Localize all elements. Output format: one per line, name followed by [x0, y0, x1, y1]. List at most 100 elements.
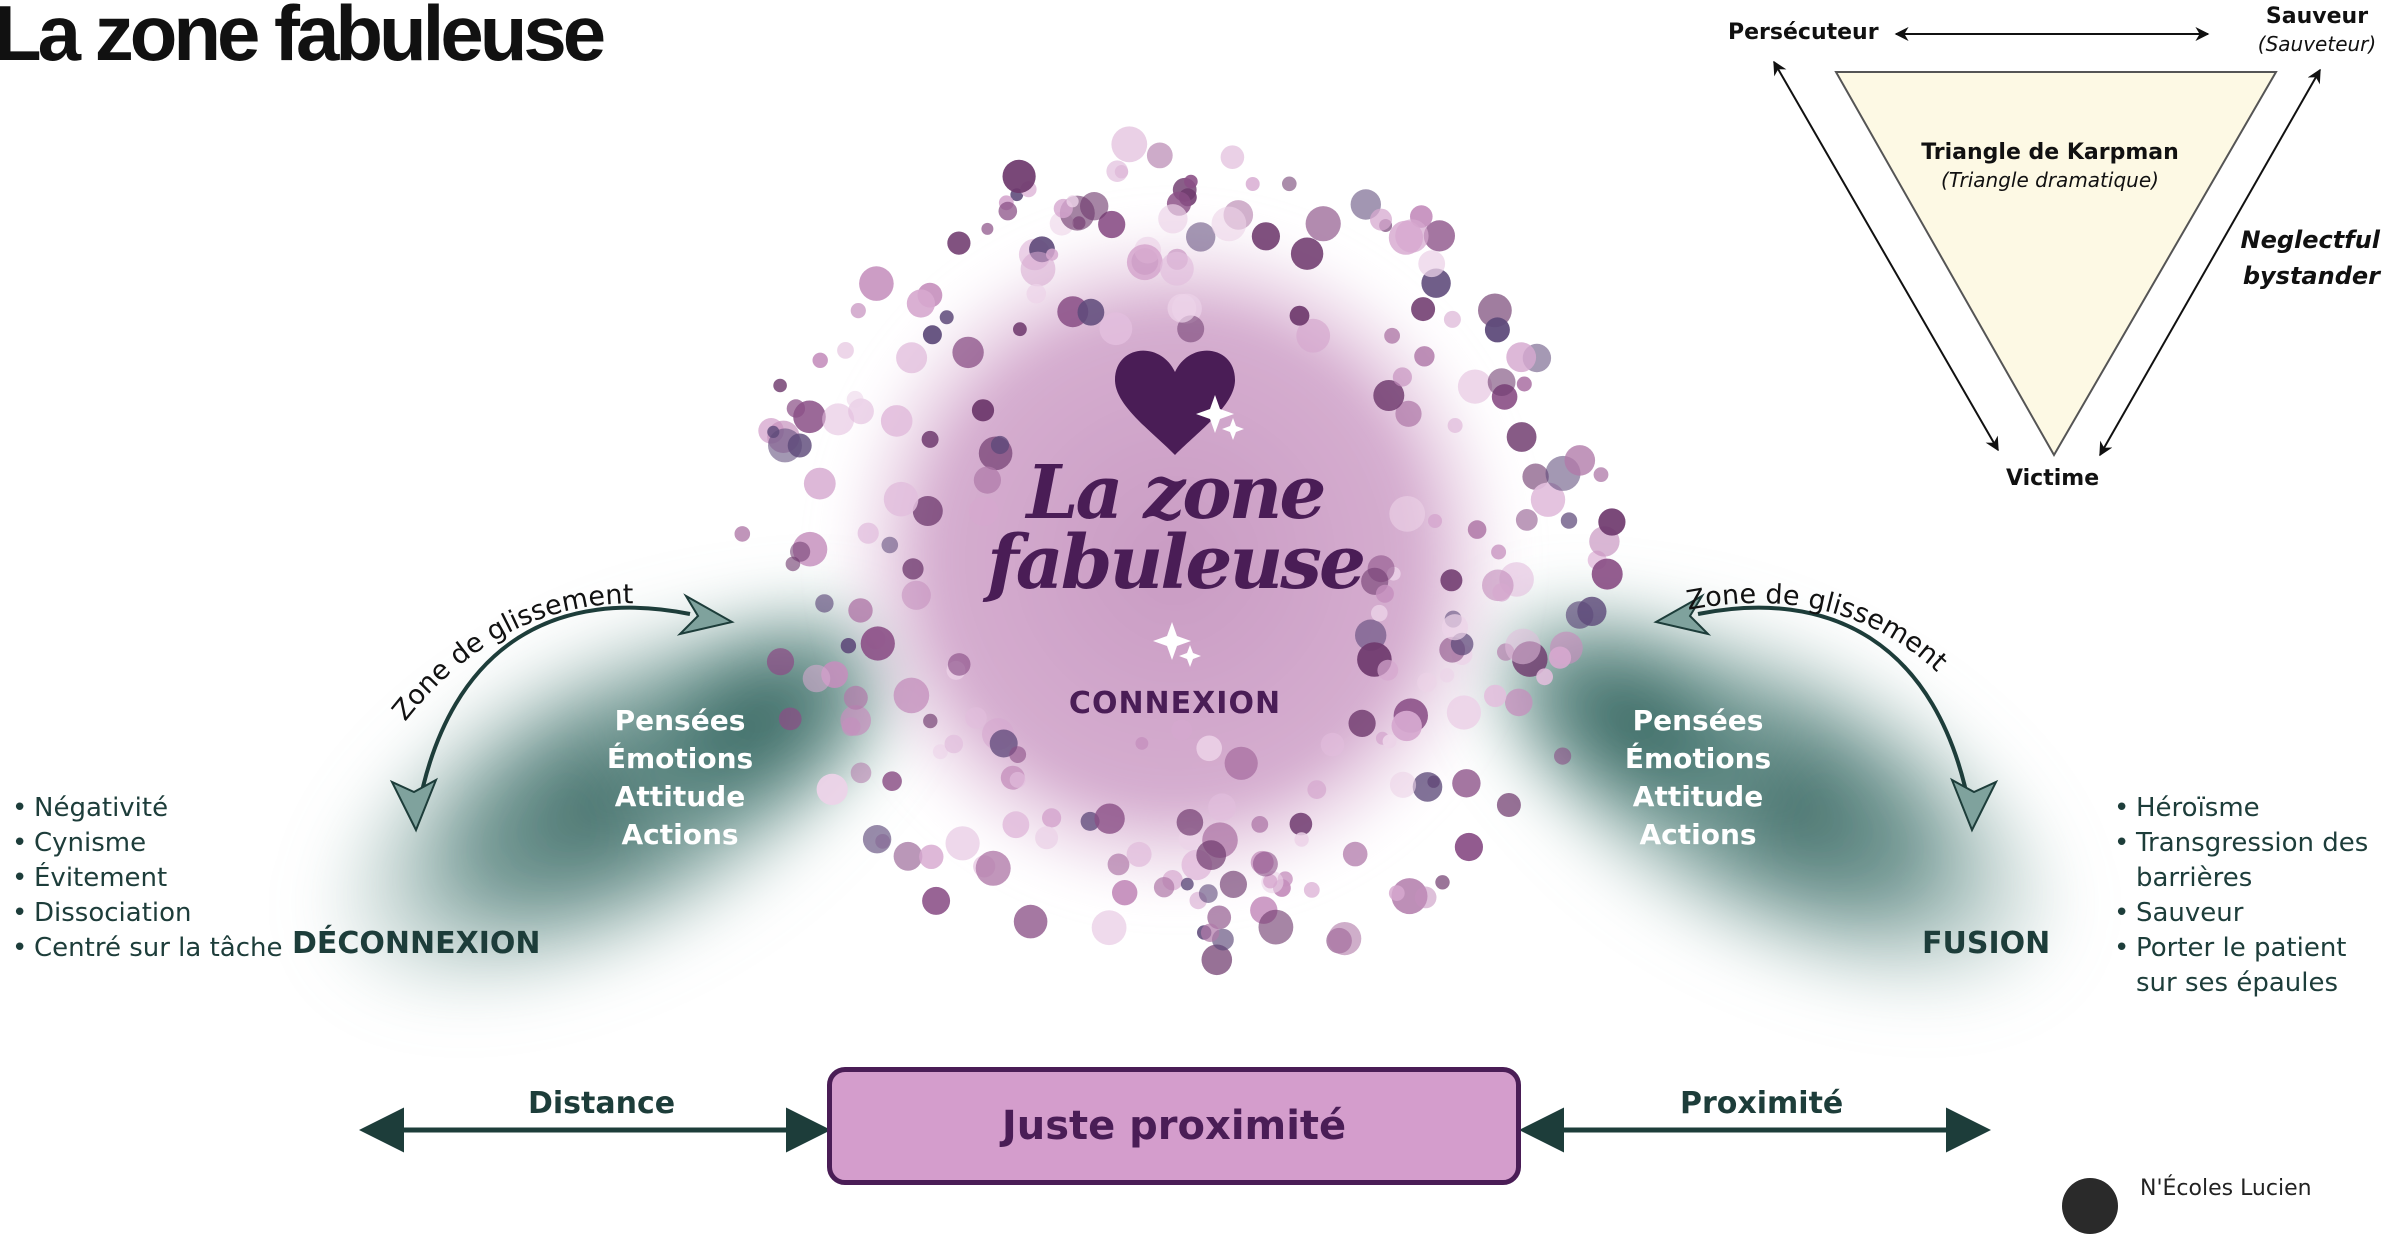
bubble [990, 435, 1010, 455]
bubble [1106, 160, 1128, 182]
bubble [947, 231, 971, 255]
bubble [787, 433, 812, 458]
list-item: Pensées [614, 704, 746, 737]
bubble-cloud [734, 126, 1626, 976]
bubble [841, 717, 861, 737]
bubble [1002, 159, 1036, 193]
bubble [857, 522, 879, 544]
bubble [837, 342, 854, 359]
bubble [862, 825, 892, 854]
bubble [1176, 809, 1204, 836]
bubble [922, 886, 951, 915]
bubble [1094, 803, 1125, 834]
bubble [1224, 746, 1258, 780]
sparkle-icon [1153, 622, 1201, 667]
bubble [1435, 875, 1450, 890]
bubble [1391, 710, 1422, 742]
apect-list-right: Pensées Émotions Attitude Actions [1588, 702, 1808, 854]
bubble [1348, 709, 1376, 738]
bubble [971, 399, 995, 422]
bubble [1382, 734, 1397, 749]
bubble [1196, 735, 1222, 762]
bubble [859, 266, 894, 301]
bubble [1536, 668, 1553, 686]
karpman-sauveur: Sauveur [2265, 4, 2369, 29]
juste-proximite-label: Juste proximité [1001, 1103, 1347, 1149]
bubble [1484, 317, 1510, 343]
bubble [850, 303, 866, 319]
bubble [1290, 237, 1324, 270]
bubble [1251, 816, 1269, 833]
apect-list-left: Pensées Émotions Attitude Actions [570, 702, 790, 854]
bubble [1443, 310, 1461, 328]
bubble [846, 390, 864, 408]
bubble [1009, 746, 1027, 763]
bubble [1375, 584, 1394, 603]
bubble [1506, 342, 1537, 373]
bubble [1554, 747, 1572, 765]
bubble [1388, 220, 1423, 255]
bubble [734, 526, 751, 542]
bubble [1377, 659, 1399, 681]
bubble [793, 400, 826, 434]
bubble [840, 638, 857, 654]
bubble [1126, 841, 1152, 867]
list-item: Actions [621, 818, 739, 851]
bubble [1530, 482, 1566, 517]
list-item: Attitude [614, 780, 746, 813]
bubble [1389, 496, 1426, 532]
bubble [1013, 322, 1027, 337]
bubble [902, 558, 924, 580]
bubble [1020, 251, 1056, 287]
bubble [1452, 769, 1481, 798]
heart-icon [1115, 350, 1235, 455]
bubble [1307, 780, 1327, 799]
bubble [893, 841, 923, 871]
list-item: Évitement [12, 861, 292, 896]
bubble [1186, 222, 1216, 252]
bubble [1009, 771, 1026, 788]
la-zone-fabuleuse-infographic: Zone de glissement Zone de glissement La… [0, 0, 2389, 1189]
karpman-arrow-left [1773, 60, 1999, 452]
bubble [1598, 508, 1626, 536]
bubble [1098, 210, 1126, 239]
bubble [1370, 208, 1392, 231]
bubble [1478, 293, 1512, 328]
bubble [860, 626, 895, 661]
bubble [1263, 874, 1278, 889]
bubble [1564, 445, 1596, 476]
bubble [1184, 174, 1198, 189]
bubble [1392, 367, 1412, 387]
bubble [1447, 418, 1463, 433]
avatar [2062, 1178, 2118, 1234]
list-item: Centré sur la tâche [12, 931, 292, 966]
bubble [981, 222, 994, 235]
bubble [973, 466, 1002, 494]
bubble [773, 378, 787, 393]
bubble [1454, 832, 1483, 862]
bubble [906, 289, 936, 318]
bubble [1457, 369, 1493, 404]
bubble [998, 201, 1018, 221]
karpman-victime: Victime [2006, 466, 2100, 491]
bubble [922, 325, 942, 345]
bubble [1560, 512, 1578, 529]
bubble [1167, 293, 1197, 323]
bubble [1371, 604, 1388, 622]
bubble [1289, 812, 1313, 836]
bubble [1080, 192, 1109, 221]
bubble [1111, 126, 1148, 163]
bubble [1492, 583, 1511, 602]
bubble [1112, 880, 1138, 906]
bubble [1505, 688, 1533, 717]
list-item: Émotions [606, 742, 754, 775]
fusion-list: Héroïsme Transgression des barrières Sau… [2114, 791, 2384, 1001]
bubble [1091, 910, 1127, 946]
bubble [1515, 509, 1538, 531]
list-item: Négativité [12, 791, 292, 826]
bubble [1414, 886, 1437, 909]
bubble [1577, 596, 1607, 627]
bubble [1126, 244, 1163, 281]
distance-label: Distance [528, 1086, 676, 1121]
bubble [881, 536, 899, 554]
